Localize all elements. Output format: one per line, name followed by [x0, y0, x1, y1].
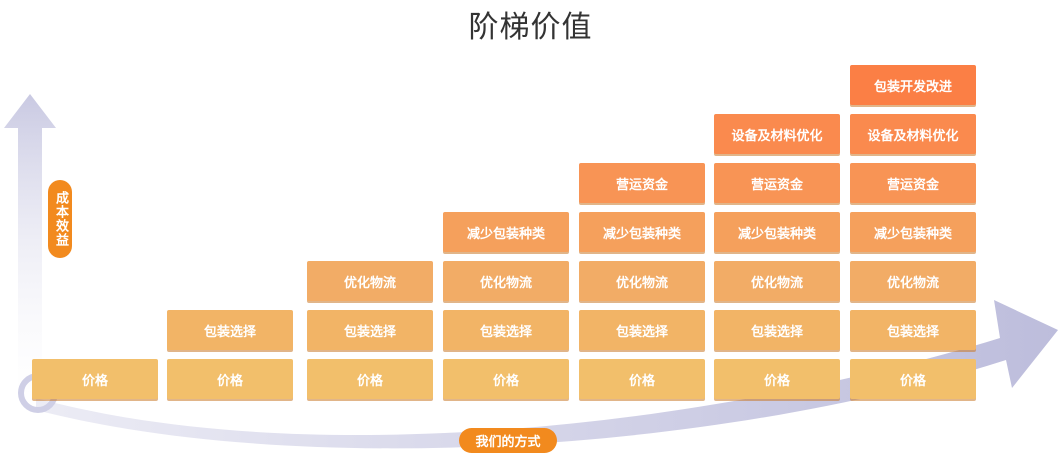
step-cell: 优化物流 — [579, 261, 705, 301]
step-cell: 包装选择 — [850, 310, 976, 350]
step-cell: 设备及材料优化 — [850, 114, 976, 154]
step-cell: 营运资金 — [579, 163, 705, 203]
step-cell: 价格 — [714, 359, 840, 399]
step-cell: 包装选择 — [579, 310, 705, 350]
y-axis-label: 成本效益 — [48, 180, 72, 258]
step-cell: 优化物流 — [714, 261, 840, 301]
step-cell: 营运资金 — [850, 163, 976, 203]
step-cell: 优化物流 — [307, 261, 433, 301]
step-cell: 优化物流 — [850, 261, 976, 301]
step-cell: 价格 — [307, 359, 433, 399]
x-axis-label: 我们的方式 — [459, 428, 557, 453]
step-cell: 优化物流 — [443, 261, 569, 301]
step-cell: 减少包装种类 — [850, 212, 976, 252]
step-cell: 包装选择 — [307, 310, 433, 350]
step-cell: 减少包装种类 — [579, 212, 705, 252]
step-cell: 价格 — [850, 359, 976, 399]
step-cell: 设备及材料优化 — [714, 114, 840, 154]
step-cell: 价格 — [579, 359, 705, 399]
step-cell: 价格 — [167, 359, 293, 399]
step-cell: 包装选择 — [443, 310, 569, 350]
step-cell: 包装选择 — [167, 310, 293, 350]
step-cell: 减少包装种类 — [714, 212, 840, 252]
vertical-arrow — [4, 94, 56, 400]
step-cell: 营运资金 — [714, 163, 840, 203]
step-cell: 包装选择 — [714, 310, 840, 350]
step-cell: 减少包装种类 — [443, 212, 569, 252]
step-cell: 价格 — [443, 359, 569, 399]
step-cell: 包装开发改进 — [850, 65, 976, 105]
page-title: 阶梯价值 — [468, 10, 593, 45]
step-cell: 价格 — [32, 359, 158, 399]
